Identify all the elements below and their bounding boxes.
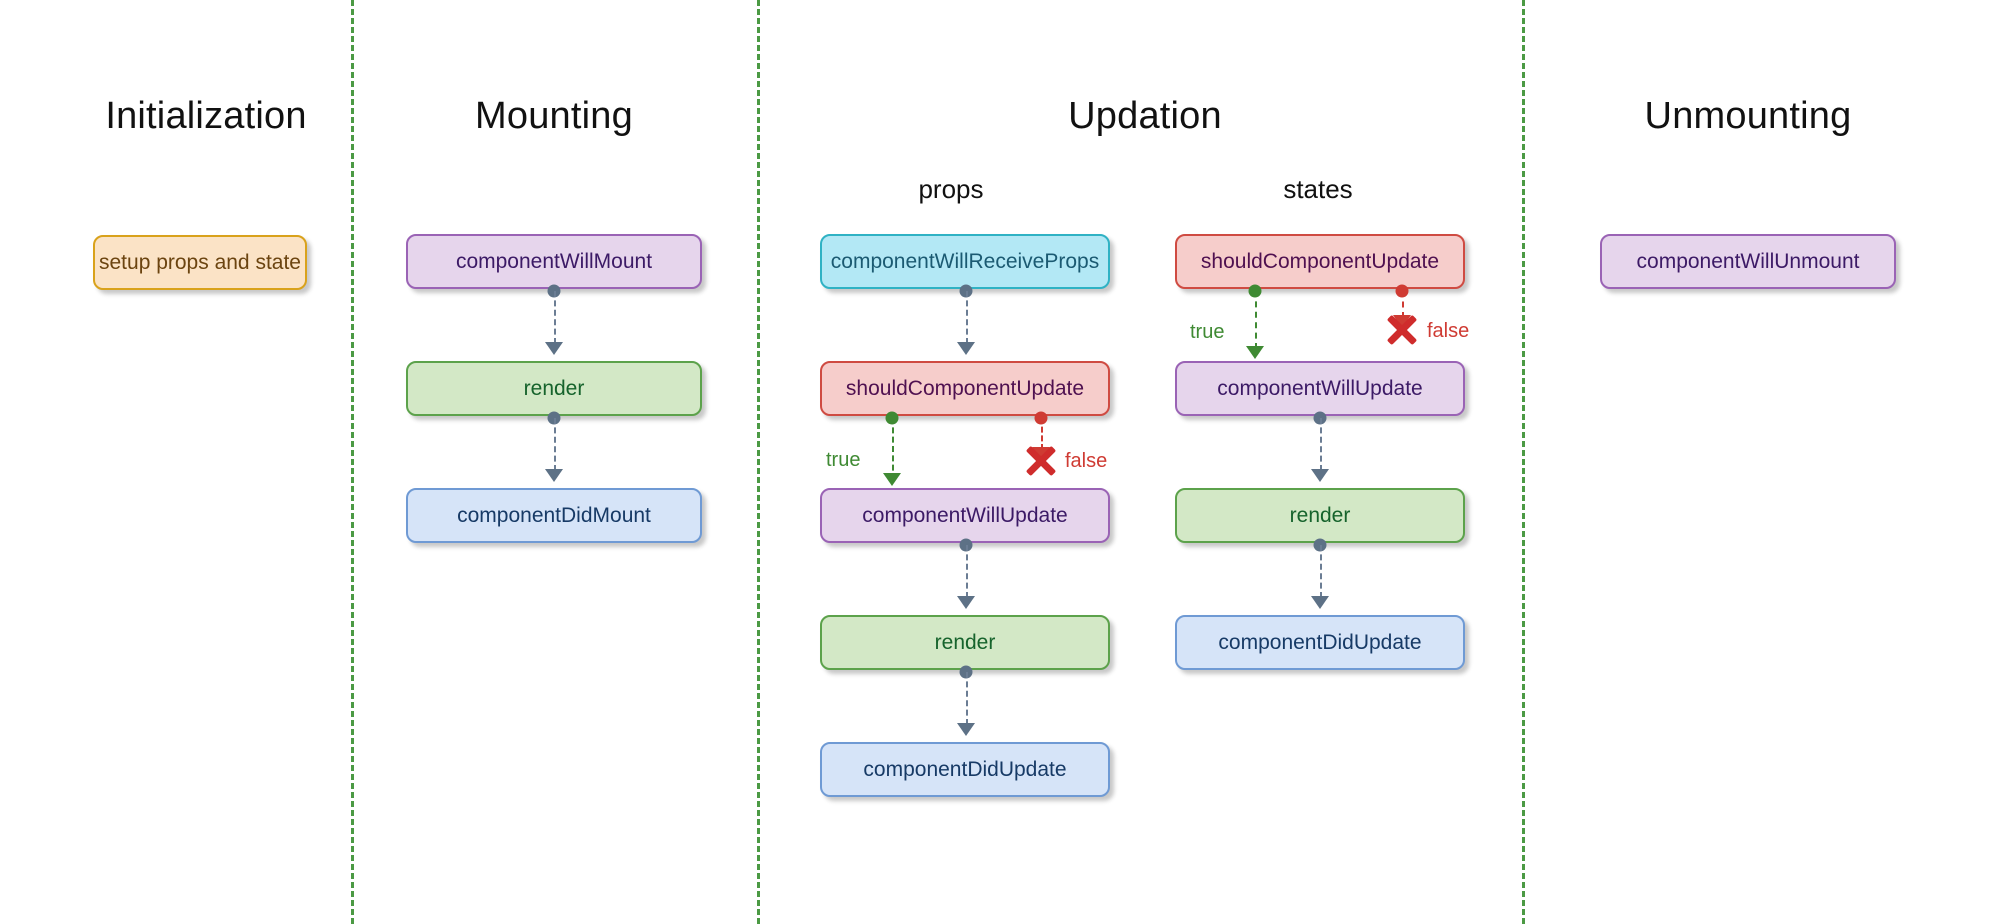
- branch-line-props-true: [892, 418, 894, 480]
- node-props-render[interactable]: render: [820, 615, 1110, 670]
- node-states-component-did-update[interactable]: componentDidUpdate: [1175, 615, 1465, 670]
- connector-line-props-3: [966, 672, 968, 725]
- node-props-should-component-update[interactable]: shouldComponentUpdate: [820, 361, 1110, 416]
- node-component-will-mount[interactable]: componentWillMount: [406, 234, 702, 289]
- branch-label-states-false: false: [1427, 320, 1470, 342]
- connector-line-mounting-1: [554, 291, 556, 344]
- connector-arrow-props-3: [957, 723, 975, 736]
- node-component-will-receive-props[interactable]: componentWillReceiveProps: [820, 234, 1110, 289]
- connector-line-states-1: [1320, 418, 1322, 471]
- node-states-render[interactable]: render: [1175, 488, 1465, 543]
- branch-label-props-true: true: [826, 449, 861, 471]
- connector-line-states-2: [1320, 545, 1322, 598]
- branch-arrow-props-true: [883, 473, 901, 486]
- connector-arrow-mounting-2: [545, 469, 563, 482]
- branch-label-states-true: true: [1190, 321, 1225, 343]
- subsection-title-states: states: [1283, 174, 1353, 204]
- connector-line-mounting-2: [554, 418, 556, 471]
- node-component-will-unmount[interactable]: componentWillUnmount: [1600, 234, 1896, 289]
- divider-initialization-mounting: [351, 0, 354, 924]
- connector-arrow-props-1: [957, 342, 975, 355]
- node-states-should-component-update[interactable]: shouldComponentUpdate: [1175, 234, 1465, 289]
- node-mounting-render[interactable]: render: [406, 361, 702, 416]
- connector-arrow-states-2: [1311, 596, 1329, 609]
- node-setup-props-and-state[interactable]: setup props and state: [93, 235, 307, 290]
- node-states-component-will-update[interactable]: componentWillUpdate: [1175, 361, 1465, 416]
- connector-arrow-states-1: [1311, 469, 1329, 482]
- divider-updation-unmounting: [1522, 0, 1525, 924]
- branch-arrow-states-true: [1246, 346, 1264, 359]
- divider-mounting-updation: [757, 0, 760, 924]
- connector-arrow-props-2: [957, 596, 975, 609]
- branch-line-states-false: [1402, 291, 1404, 318]
- section-title-initialization: Initialization: [105, 95, 307, 137]
- branch-line-states-true: [1255, 291, 1257, 349]
- node-component-did-mount[interactable]: componentDidMount: [406, 488, 702, 543]
- connector-arrow-mounting-1: [545, 342, 563, 355]
- branch-label-props-false: false: [1065, 450, 1108, 472]
- subsection-title-props: props: [918, 174, 984, 204]
- node-props-component-did-update[interactable]: componentDidUpdate: [820, 742, 1110, 797]
- cross-x-icon-props-false: [1024, 444, 1058, 478]
- connector-line-props-2: [966, 545, 968, 598]
- section-title-unmounting: Unmounting: [1644, 95, 1852, 137]
- section-title-updation: Updation: [1068, 95, 1222, 137]
- connector-line-props-1: [966, 291, 968, 344]
- cross-x-icon-states-false: [1385, 313, 1419, 347]
- section-title-mounting: Mounting: [475, 95, 633, 137]
- branch-line-props-false: [1041, 418, 1043, 450]
- node-props-component-will-update[interactable]: componentWillUpdate: [820, 488, 1110, 543]
